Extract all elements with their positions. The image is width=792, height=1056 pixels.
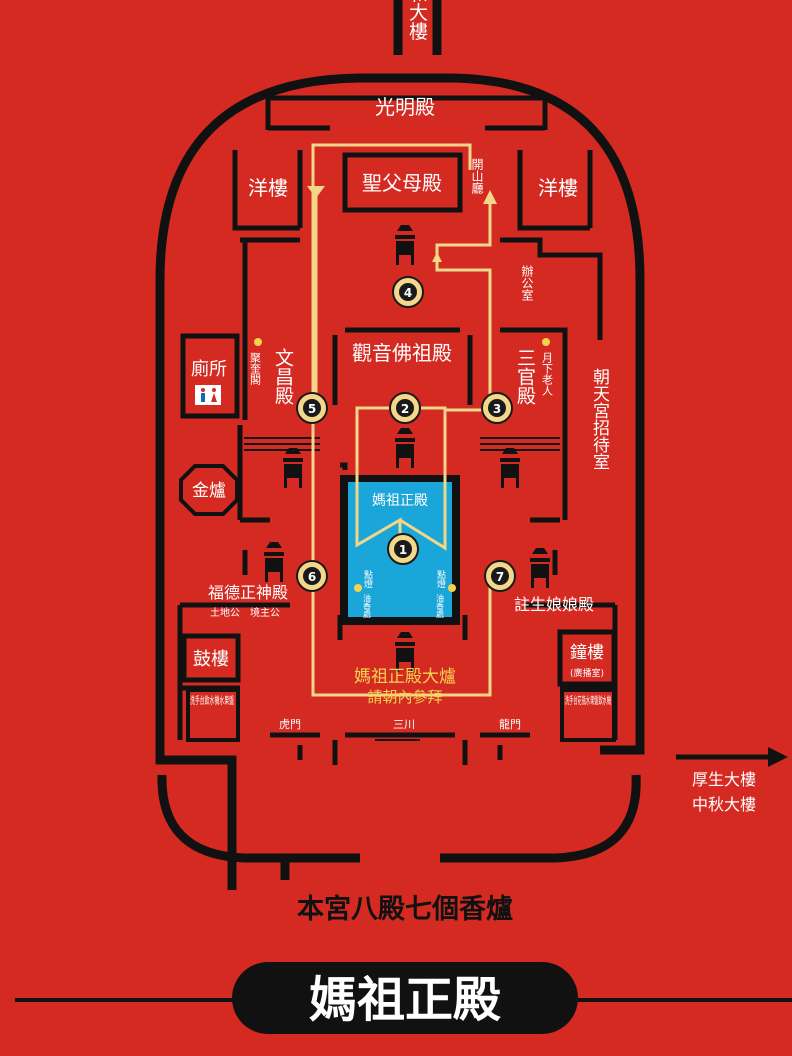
wenchang-hall-label[interactable]: 文昌殿 xyxy=(272,348,294,405)
mazu-center-label: 媽祖正殿 xyxy=(372,493,428,509)
route-stop-7[interactable]: 7 xyxy=(484,560,516,592)
zhusheng-hall-label[interactable]: 註生娘娘殿 xyxy=(514,595,594,614)
incense-burner-icon xyxy=(530,548,550,588)
bell-tower[interactable]: 鐘樓 (廣播室) xyxy=(557,629,617,687)
svg-text:1: 1 xyxy=(399,543,407,557)
route-stop-3[interactable]: 3 xyxy=(481,392,513,424)
inner-walls xyxy=(177,95,618,765)
incense-burner-icon xyxy=(395,428,415,468)
title-banner: 媽祖正殿 xyxy=(15,962,792,1034)
route-stop-4[interactable]: 4 xyxy=(392,276,424,308)
sanguan-hall-label[interactable]: 三官殿 xyxy=(514,348,536,405)
top-entry: 和大樓 xyxy=(393,0,442,55)
jukui-label: 聚奎閣 xyxy=(249,352,262,386)
housheng-building-label[interactable]: 厚生大樓 xyxy=(692,770,756,789)
svg-text:鼓樓: 鼓樓 xyxy=(193,649,229,670)
dragon-gate-label[interactable]: 龍門 xyxy=(499,717,521,731)
svg-text:7: 7 xyxy=(496,570,504,584)
incense-burner-icon xyxy=(283,448,303,488)
svg-text:4: 4 xyxy=(404,286,412,300)
toilet-block[interactable]: 廁所 xyxy=(180,333,240,419)
subtitle: 本宮八殿七個香爐 xyxy=(297,893,513,925)
sanchuan-gate-label[interactable]: 三川 xyxy=(393,718,415,731)
lamp-left-label: 點燈 xyxy=(362,569,373,589)
left-facilities-box[interactable]: 洗手台飲水機水果盤 xyxy=(186,688,240,742)
oil-left-label: 油香處 xyxy=(363,593,372,619)
right-facilities-box[interactable]: 洗手台花瓶水果盤飲水機 xyxy=(560,688,616,742)
he-building-label: 和大樓 xyxy=(406,0,428,41)
page-title: 媽祖正殿 xyxy=(309,972,501,1028)
route-stop-1[interactable]: 1 xyxy=(387,533,419,565)
big-burner-label: 媽祖正殿大爐 xyxy=(354,667,456,687)
office-label[interactable]: 辦公室 xyxy=(520,265,534,301)
svg-text:2: 2 xyxy=(401,402,409,416)
incense-burner-icon xyxy=(264,542,284,582)
svg-text:3: 3 xyxy=(493,402,501,416)
right-facilities-label: 洗手台花瓶水果盤飲水機 xyxy=(565,694,611,707)
reception-label[interactable]: 朝天宮招待室 xyxy=(589,368,610,470)
worship-label: 請朝內參拜 xyxy=(367,688,442,706)
yuexia-label: 月下老人 xyxy=(541,352,554,396)
yanglou-right-label[interactable]: 洋樓 xyxy=(538,176,578,200)
toilet-label: 廁所 xyxy=(191,358,227,380)
tiger-gate-label[interactable]: 虎門 xyxy=(279,718,301,731)
svg-text:(廣播室): (廣播室) xyxy=(570,667,604,679)
route-stop-6[interactable]: 6 xyxy=(296,560,328,592)
svg-text:5: 5 xyxy=(308,402,316,416)
route-stop-5[interactable]: 5 xyxy=(296,392,328,424)
lamp-right-label: 點燈 xyxy=(435,569,446,589)
yanglou-left-label[interactable]: 洋樓 xyxy=(248,176,288,200)
shengfumu-hall-label[interactable]: 聖父母殿 xyxy=(362,171,442,195)
fude-hall-label[interactable]: 福德正神殿 xyxy=(208,583,288,602)
gold-furnace[interactable]: 金爐 xyxy=(179,464,239,516)
guangming-hall-label[interactable]: 光明殿 xyxy=(375,95,435,119)
oil-right-label: 油香處 xyxy=(436,593,445,619)
guanyin-hall-label[interactable]: 觀音佛祖殿 xyxy=(352,341,452,365)
kaishan-hall-label[interactable]: 開山廳 xyxy=(470,158,484,195)
incense-burner-icon xyxy=(500,448,520,488)
zhongqiu-building-label[interactable]: 中秋大樓 xyxy=(692,795,756,814)
incense-burner-icon xyxy=(395,632,415,672)
exit-arrow xyxy=(676,747,788,767)
outer-wall xyxy=(155,73,645,890)
left-facilities-label: 洗手台飲水機水果盤 xyxy=(190,694,234,707)
svg-text:鐘樓: 鐘樓 xyxy=(570,643,604,663)
tudi-label: 土地公 境主公 xyxy=(210,606,280,619)
drum-tower[interactable]: 鼓樓 xyxy=(181,633,241,683)
incense-burner-icon xyxy=(395,225,415,265)
route-stop-2[interactable]: 2 xyxy=(389,392,421,424)
gold-furnace-label: 金爐 xyxy=(192,481,226,501)
svg-text:6: 6 xyxy=(308,570,316,584)
